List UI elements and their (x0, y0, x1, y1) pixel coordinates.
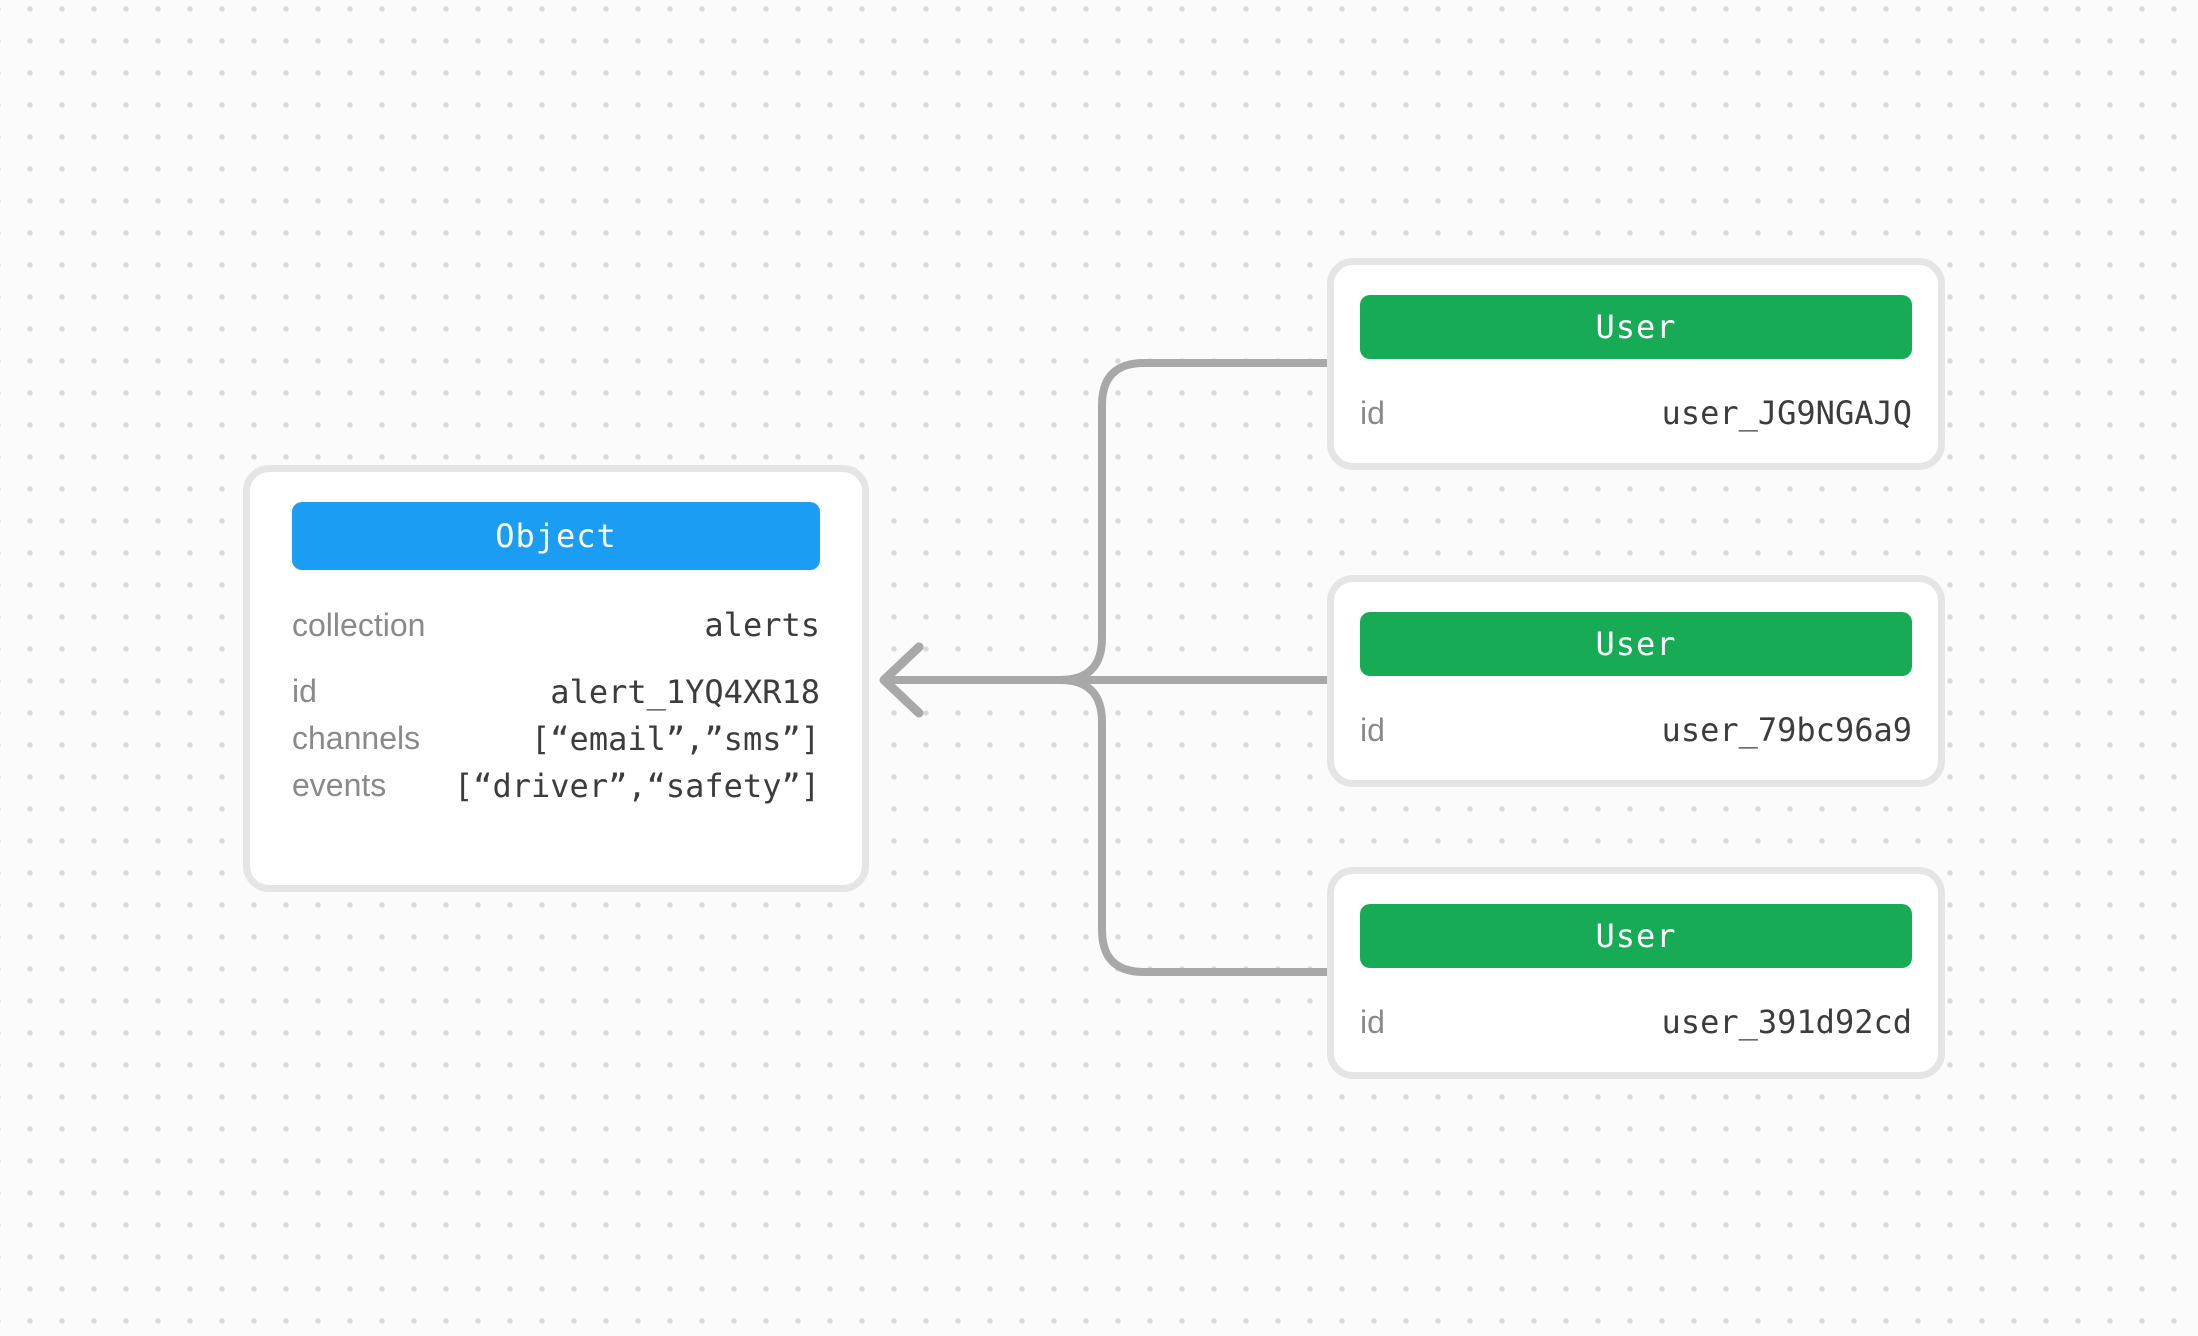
arrowhead-icon (879, 642, 924, 718)
field-label: id (1360, 1003, 1385, 1040)
user-card-header: User (1360, 612, 1912, 676)
object-card-header: Object (292, 502, 820, 570)
edge-user3-to-object (886, 676, 1331, 976)
user-node-card-1: User id user_JG9NGAJQ (1327, 258, 1945, 470)
user-node-card-3: User id user_391d92cd (1327, 867, 1945, 1079)
field-row-id: id user_391d92cd (1360, 1002, 1912, 1042)
user-card-header: User (1360, 295, 1912, 359)
field-value: alerts (704, 606, 820, 644)
field-row-id: id alert_1YQ4XR18 (292, 668, 820, 715)
field-label: id (1360, 394, 1385, 431)
field-value: user_79bc96a9 (1661, 711, 1912, 749)
field-label: collection (292, 606, 426, 643)
field-row-channels: channels [“email”,”sms”] (292, 715, 820, 762)
field-value: [“driver”,“safety”] (453, 766, 820, 805)
field-row-collection: collection alerts (292, 602, 820, 648)
field-value: [“email”,”sms”] (531, 719, 820, 758)
field-row-events: events [“driver”,“safety”] (292, 762, 820, 809)
field-value: user_391d92cd (1661, 1003, 1912, 1041)
field-label: id (292, 673, 317, 709)
edge-user1-to-object (886, 359, 1331, 684)
field-row-id: id user_79bc96a9 (1360, 710, 1912, 750)
field-row-id: id user_JG9NGAJQ (1360, 393, 1912, 433)
user-card-header: User (1360, 904, 1912, 968)
field-label: id (1360, 711, 1385, 748)
field-label: events (292, 767, 387, 803)
field-label: channels (292, 720, 421, 756)
object-node-card: Object collection alerts id alert_1YQ4XR… (243, 465, 869, 892)
user-node-card-2: User id user_79bc96a9 (1327, 575, 1945, 787)
field-value: user_JG9NGAJQ (1661, 394, 1912, 432)
field-value: alert_1YQ4XR18 (550, 672, 820, 711)
